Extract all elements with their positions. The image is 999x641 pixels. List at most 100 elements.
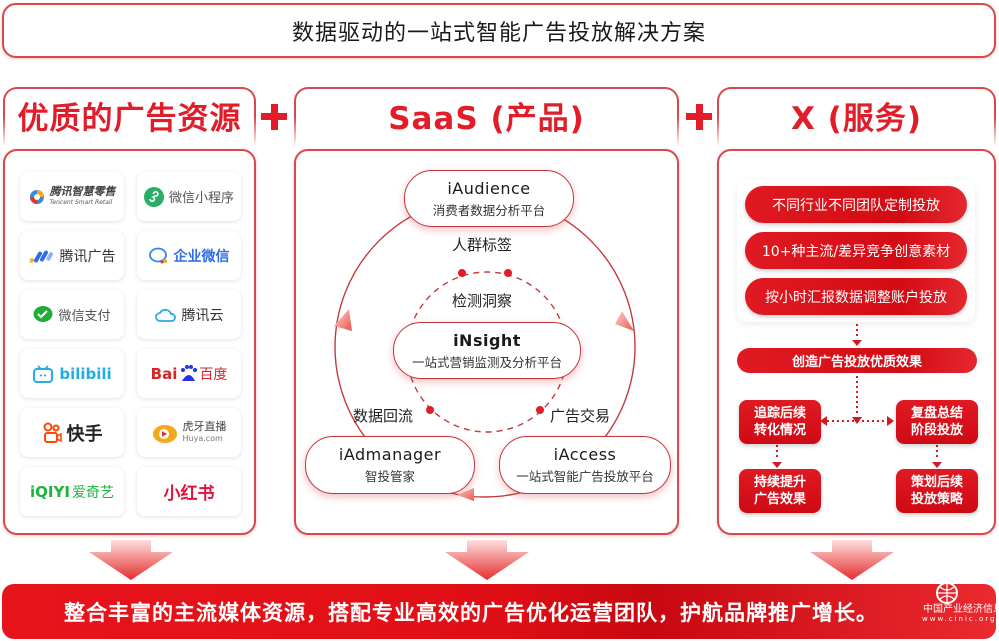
node-iadmanager: iAdmanager 智投管家: [305, 436, 475, 494]
baidu-paw-icon: [181, 364, 198, 381]
logo-card-tencent-cloud: 腾讯云: [137, 290, 241, 339]
bilibili-tv-icon: [33, 364, 54, 383]
wecom-icon: [148, 247, 167, 263]
cycle-arrow-left-icon: [334, 309, 352, 331]
node-desc: 消费者数据分析平台: [432, 202, 546, 218]
logo-card-baidu: Bai 百度: [137, 349, 241, 398]
wechat-mini-program-icon: [143, 186, 164, 207]
watermark-url: www.cinic.org.cn: [922, 615, 999, 623]
logo-name-2: 百度: [199, 366, 228, 383]
ring-dot: [504, 269, 512, 277]
logo-card-iqiyi: iQIYI 爱奇艺: [20, 467, 124, 516]
page-title-text: 数据驱动的一站式智能广告投放解决方案: [291, 20, 706, 46]
logo-card-tencent-ads: 腾讯广告: [20, 231, 124, 280]
logo-card-huya: 虎牙直播 Huya.com: [137, 408, 241, 457]
arrow-down-icon: [852, 340, 862, 346]
arrow-right-icon: [887, 416, 894, 426]
logo-name: 企业微信: [173, 248, 230, 265]
logo-card-tencent-smart-retail: 腾讯智慧零售 Tencent Smart Retail: [20, 172, 124, 221]
arrow-left-icon: [820, 416, 827, 426]
kuaishou-icon: [43, 422, 62, 443]
step-line: 广告效果: [753, 492, 806, 507]
arrow-down-icon: [852, 417, 862, 424]
logo-sub: Huya.com: [182, 433, 223, 443]
logo-name: Bai: [150, 364, 178, 383]
logo-name: 小红书: [163, 484, 215, 504]
step-improve-effect: 持续提升 广告效果: [739, 469, 821, 513]
logo-name: 快手: [66, 423, 103, 445]
label-crowd-tags: 人群标签: [452, 236, 513, 254]
service-header: X (服务): [717, 87, 996, 147]
tencent-smart-retail-icon: [29, 189, 44, 204]
step-line: 追踪后续: [753, 406, 806, 421]
node-desc: 一站式营销监测及分析平台: [411, 354, 562, 370]
result-banner: 创造广告投放优质效果: [737, 348, 977, 373]
huya-icon: [152, 424, 177, 443]
ring-dot: [426, 406, 434, 414]
logo-sub: Tencent Smart Retail: [49, 198, 113, 206]
step-line: 持续提升: [753, 475, 806, 490]
node-name: iNsight: [453, 330, 521, 350]
logo-name: 微信小程序: [168, 191, 234, 206]
down-arrow-icon: [810, 540, 894, 580]
plus-icon: [686, 104, 712, 130]
node-name: iAdmanager: [338, 445, 442, 464]
logo-name: 微信支付: [58, 309, 111, 324]
down-arrow-icon: [445, 540, 529, 580]
logo-card-wechat-pay: 微信支付: [20, 290, 124, 339]
step-line: 策划后续: [910, 475, 963, 490]
logo-card-bilibili: bilibili: [20, 349, 124, 398]
cycle-arrow-bottom-icon: [457, 488, 474, 501]
watermark-globe-icon: [936, 582, 958, 604]
wechat-pay-icon: [33, 305, 53, 322]
service-item: 10+种主流/差异竞争创意素材: [745, 232, 967, 269]
tencent-ads-icon: [29, 250, 53, 263]
step-line: 投放策略: [910, 492, 963, 507]
arrow-down-icon: [772, 462, 782, 468]
node-name: iAccess: [553, 445, 617, 464]
summary-text: 整合丰富的主流媒体资源，搭配专业高效的广告优化运营团队，护航品牌推广增长。: [64, 600, 878, 625]
logo-card-xiaohongshu: 小红书: [137, 467, 241, 516]
node-desc: 智投管家: [364, 469, 415, 484]
arrow-down-icon: [932, 462, 942, 468]
logo-name: bilibili: [59, 364, 112, 383]
service-item: 按小时汇报数据调整账户投放: [745, 278, 967, 315]
cycle-arrow-right-icon: [615, 311, 634, 331]
node-name: iAudience: [447, 178, 531, 198]
step-plan-strategy: 策划后续 投放策略: [896, 469, 978, 513]
step-line: 复盘总结: [910, 406, 963, 421]
label-monitor-insight: 检测洞察: [452, 292, 513, 310]
logo-name: iQIYI: [30, 482, 70, 501]
service-item: 不同行业不同团队定制投放: [745, 186, 967, 223]
logo-name: 腾讯云: [181, 307, 224, 324]
label-data-backflow: 数据回流: [353, 407, 414, 425]
tencent-cloud-icon: [154, 308, 176, 322]
summary-banner: 整合丰富的主流媒体资源，搭配专业高效的广告优化运营团队，护航品牌推广增长。: [2, 584, 996, 639]
ring-dot: [536, 406, 544, 414]
logo-name: 腾讯广告: [59, 248, 116, 265]
media-logo-grid: 腾讯智慧零售 Tencent Smart Retail 微信小程序 腾讯广告 企…: [20, 172, 241, 516]
watermark: 中国产业经济信息网 www.cinic.org.cn: [922, 600, 999, 623]
resources-header: 优质的广告资源: [3, 87, 256, 147]
node-desc: 一站式智能广告投放平台: [516, 469, 654, 484]
label-ad-trading: 广告交易: [550, 407, 611, 425]
ring-dot: [458, 269, 466, 277]
logo-card-wecom: 企业微信: [137, 231, 241, 280]
node-iaccess: iAccess 一站式智能广告投放平台: [499, 436, 671, 494]
node-iaudience: iAudience 消费者数据分析平台: [404, 170, 574, 227]
logo-card-kuaishou: 快手: [20, 408, 124, 457]
service-flow-arrows: [772, 324, 942, 468]
watermark-name: 中国产业经济信息网: [923, 604, 999, 615]
logo-card-wechat-mini-program: 微信小程序: [137, 172, 241, 221]
service-title: X (服务): [790, 100, 923, 137]
logo-name-2: 爱奇艺: [71, 484, 114, 501]
step-line: 阶段投放: [910, 423, 963, 438]
logo-name: 腾讯智慧零售: [49, 184, 116, 198]
resources-title: 优质的广告资源: [17, 100, 242, 137]
down-arrow-icon: [89, 540, 173, 580]
step-track-conversion: 追踪后续 转化情况: [739, 400, 821, 444]
saas-header: SaaS (产品): [294, 87, 679, 147]
saas-title: SaaS (产品): [388, 100, 585, 137]
page-title: 数据驱动的一站式智能广告投放解决方案: [2, 3, 996, 58]
step-review-summary: 复盘总结 阶段投放: [896, 400, 978, 444]
